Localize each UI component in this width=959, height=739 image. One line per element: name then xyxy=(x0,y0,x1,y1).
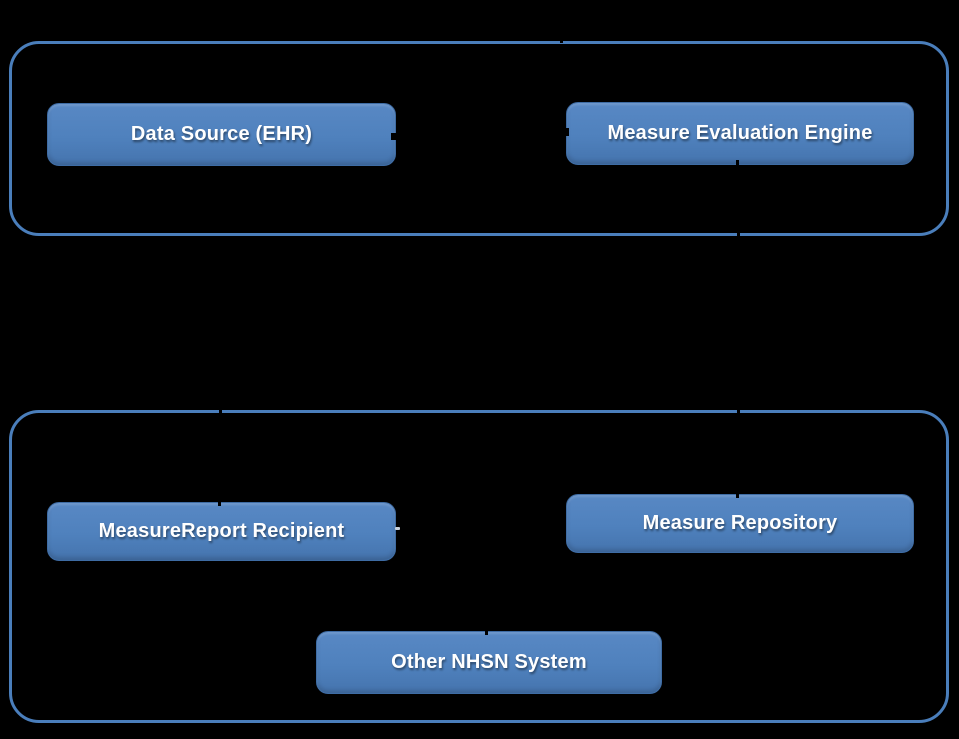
measure-evaluation-engine-node: Measure Evaluation Engine xyxy=(566,102,914,165)
connector-tick xyxy=(560,40,563,43)
arrowhead-remnant xyxy=(395,527,400,530)
connector-tick xyxy=(218,500,221,506)
connector-tick xyxy=(391,133,396,140)
other-nhsn-system-node: Other NHSN System xyxy=(316,631,662,694)
data-source-node: Data Source (EHR) xyxy=(47,103,396,166)
other-nhsn-system-label: Other NHSN System xyxy=(391,651,587,673)
connector-tick xyxy=(737,409,740,417)
upper-group-frame xyxy=(9,41,949,236)
connector-tick xyxy=(485,629,488,635)
connector-tick xyxy=(736,492,739,498)
measurereport-recipient-label: MeasureReport Recipient xyxy=(98,520,345,542)
connector-tick xyxy=(736,160,739,166)
measurereport-recipient-node: MeasureReport Recipient xyxy=(47,502,396,561)
connector-tick xyxy=(219,409,222,417)
connector-tick xyxy=(564,128,569,136)
measure-repository-node: Measure Repository xyxy=(566,494,914,553)
measure-evaluation-engine-label: Measure Evaluation Engine xyxy=(607,122,873,144)
data-source-label: Data Source (EHR) xyxy=(130,123,313,145)
measure-repository-label: Measure Repository xyxy=(642,512,838,534)
lower-group-frame xyxy=(9,410,949,723)
connector-tick xyxy=(737,231,740,239)
